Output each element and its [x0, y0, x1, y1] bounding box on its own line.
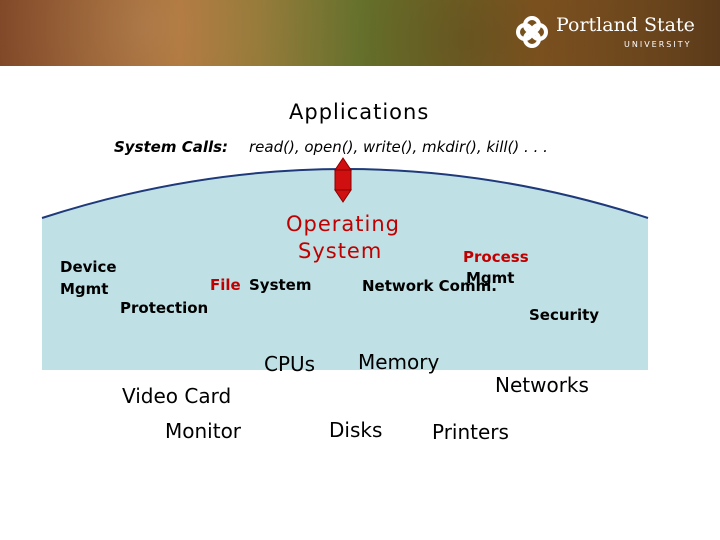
os-title-line2: System	[298, 239, 383, 263]
memory-label: Memory	[358, 350, 440, 374]
cpus-label: CPUs	[264, 352, 316, 376]
os-region	[42, 169, 648, 370]
printers-label: Printers	[432, 420, 509, 444]
process-mgmt-line2: Mgmt	[466, 269, 515, 287]
header-banner	[0, 0, 720, 66]
networks-label: Networks	[495, 373, 589, 397]
system-calls-list: read(), open(), write(), mkdir(), kill()…	[249, 138, 548, 156]
logo-name: Portland State	[556, 14, 695, 36]
security-label: Security	[529, 306, 600, 324]
process-mgmt-line1: Process	[463, 248, 529, 266]
device-mgmt-line2: Mgmt	[60, 280, 109, 298]
video-card-label: Video Card	[122, 384, 232, 408]
device-mgmt-line1: Device	[60, 258, 117, 276]
syscall-arrow-icon	[334, 157, 352, 203]
protection-label: Protection	[120, 299, 209, 317]
logo-mark-icon	[516, 16, 549, 49]
system-label: System	[249, 276, 312, 294]
file-label: File	[210, 276, 241, 294]
os-title-line1: Operating	[286, 212, 400, 236]
network-comm-label: Network Comm.	[362, 277, 497, 295]
monitor-label: Monitor	[165, 419, 242, 443]
disks-label: Disks	[329, 418, 383, 442]
system-calls-label: System Calls:	[114, 138, 229, 156]
applications-label: Applications	[289, 100, 430, 124]
logo-subtitle: UNIVERSITY	[624, 40, 692, 49]
university-logo: Portland State UNIVERSITY	[512, 12, 712, 56]
